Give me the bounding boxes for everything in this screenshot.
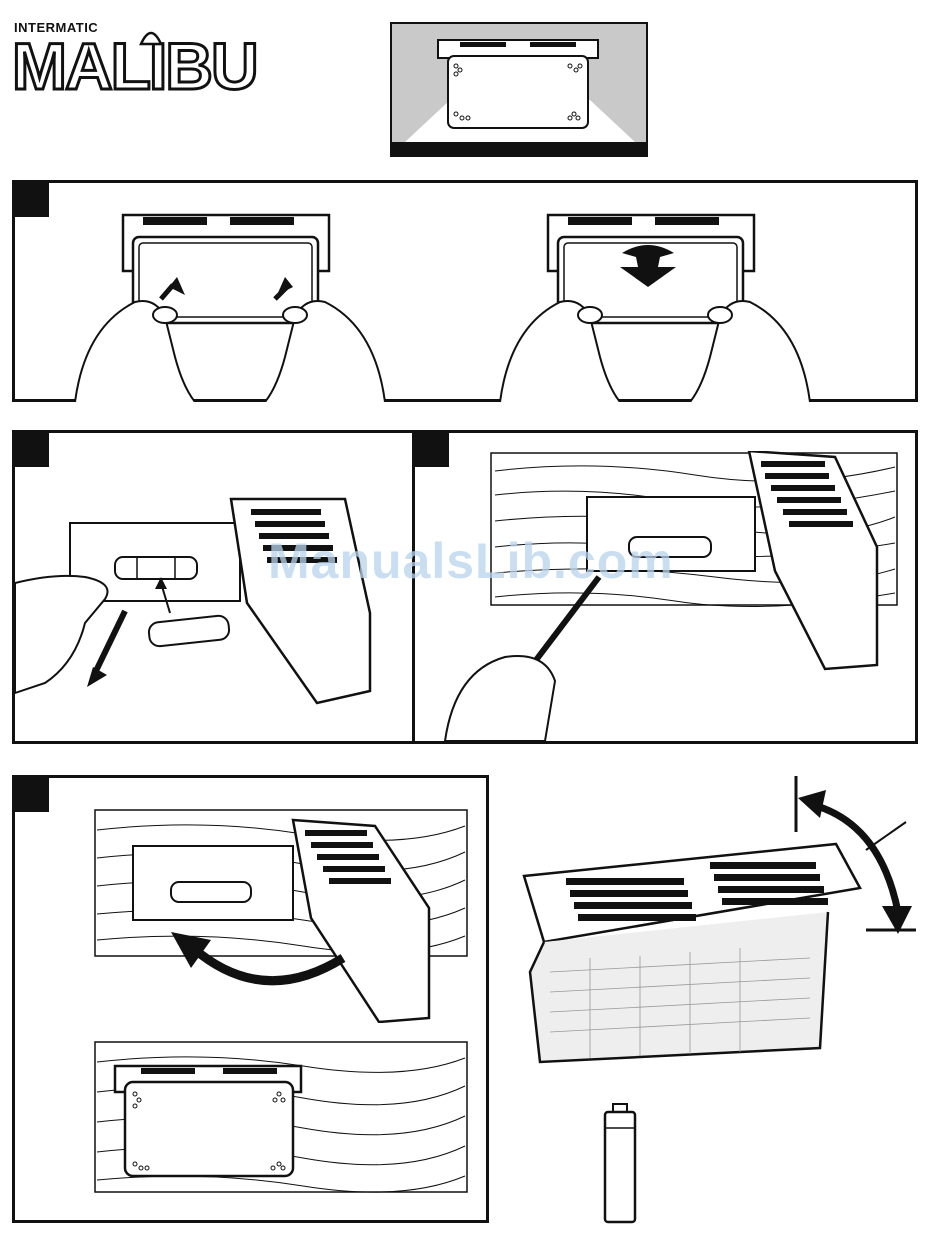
step1-press-release-tabs: [65, 207, 395, 402]
step2-marker: [15, 433, 49, 467]
panel-tilt-angle: [510, 772, 920, 1072]
step1-panel: [12, 180, 918, 402]
step4-reattach-cover: [93, 808, 473, 1023]
brand-logo: INTERMATIC MALIBU: [0, 0, 270, 110]
watermark: ManualsLib.com: [268, 532, 674, 590]
step4-marker: [15, 778, 49, 812]
mounted-light-dark-scene: [390, 22, 648, 157]
step4-panel: [12, 775, 489, 1223]
step3-screw-mounting-plate: [415, 451, 915, 741]
step1-marker: [15, 183, 49, 217]
step1-pull-down-cover: [490, 207, 820, 402]
logo-shell-icon: [138, 26, 164, 48]
aa-battery: [600, 1102, 640, 1226]
step4-assembled-on-wall: [93, 1040, 473, 1195]
step2-insert-battery: [15, 473, 413, 743]
brand-product: MALIBU: [12, 28, 257, 104]
